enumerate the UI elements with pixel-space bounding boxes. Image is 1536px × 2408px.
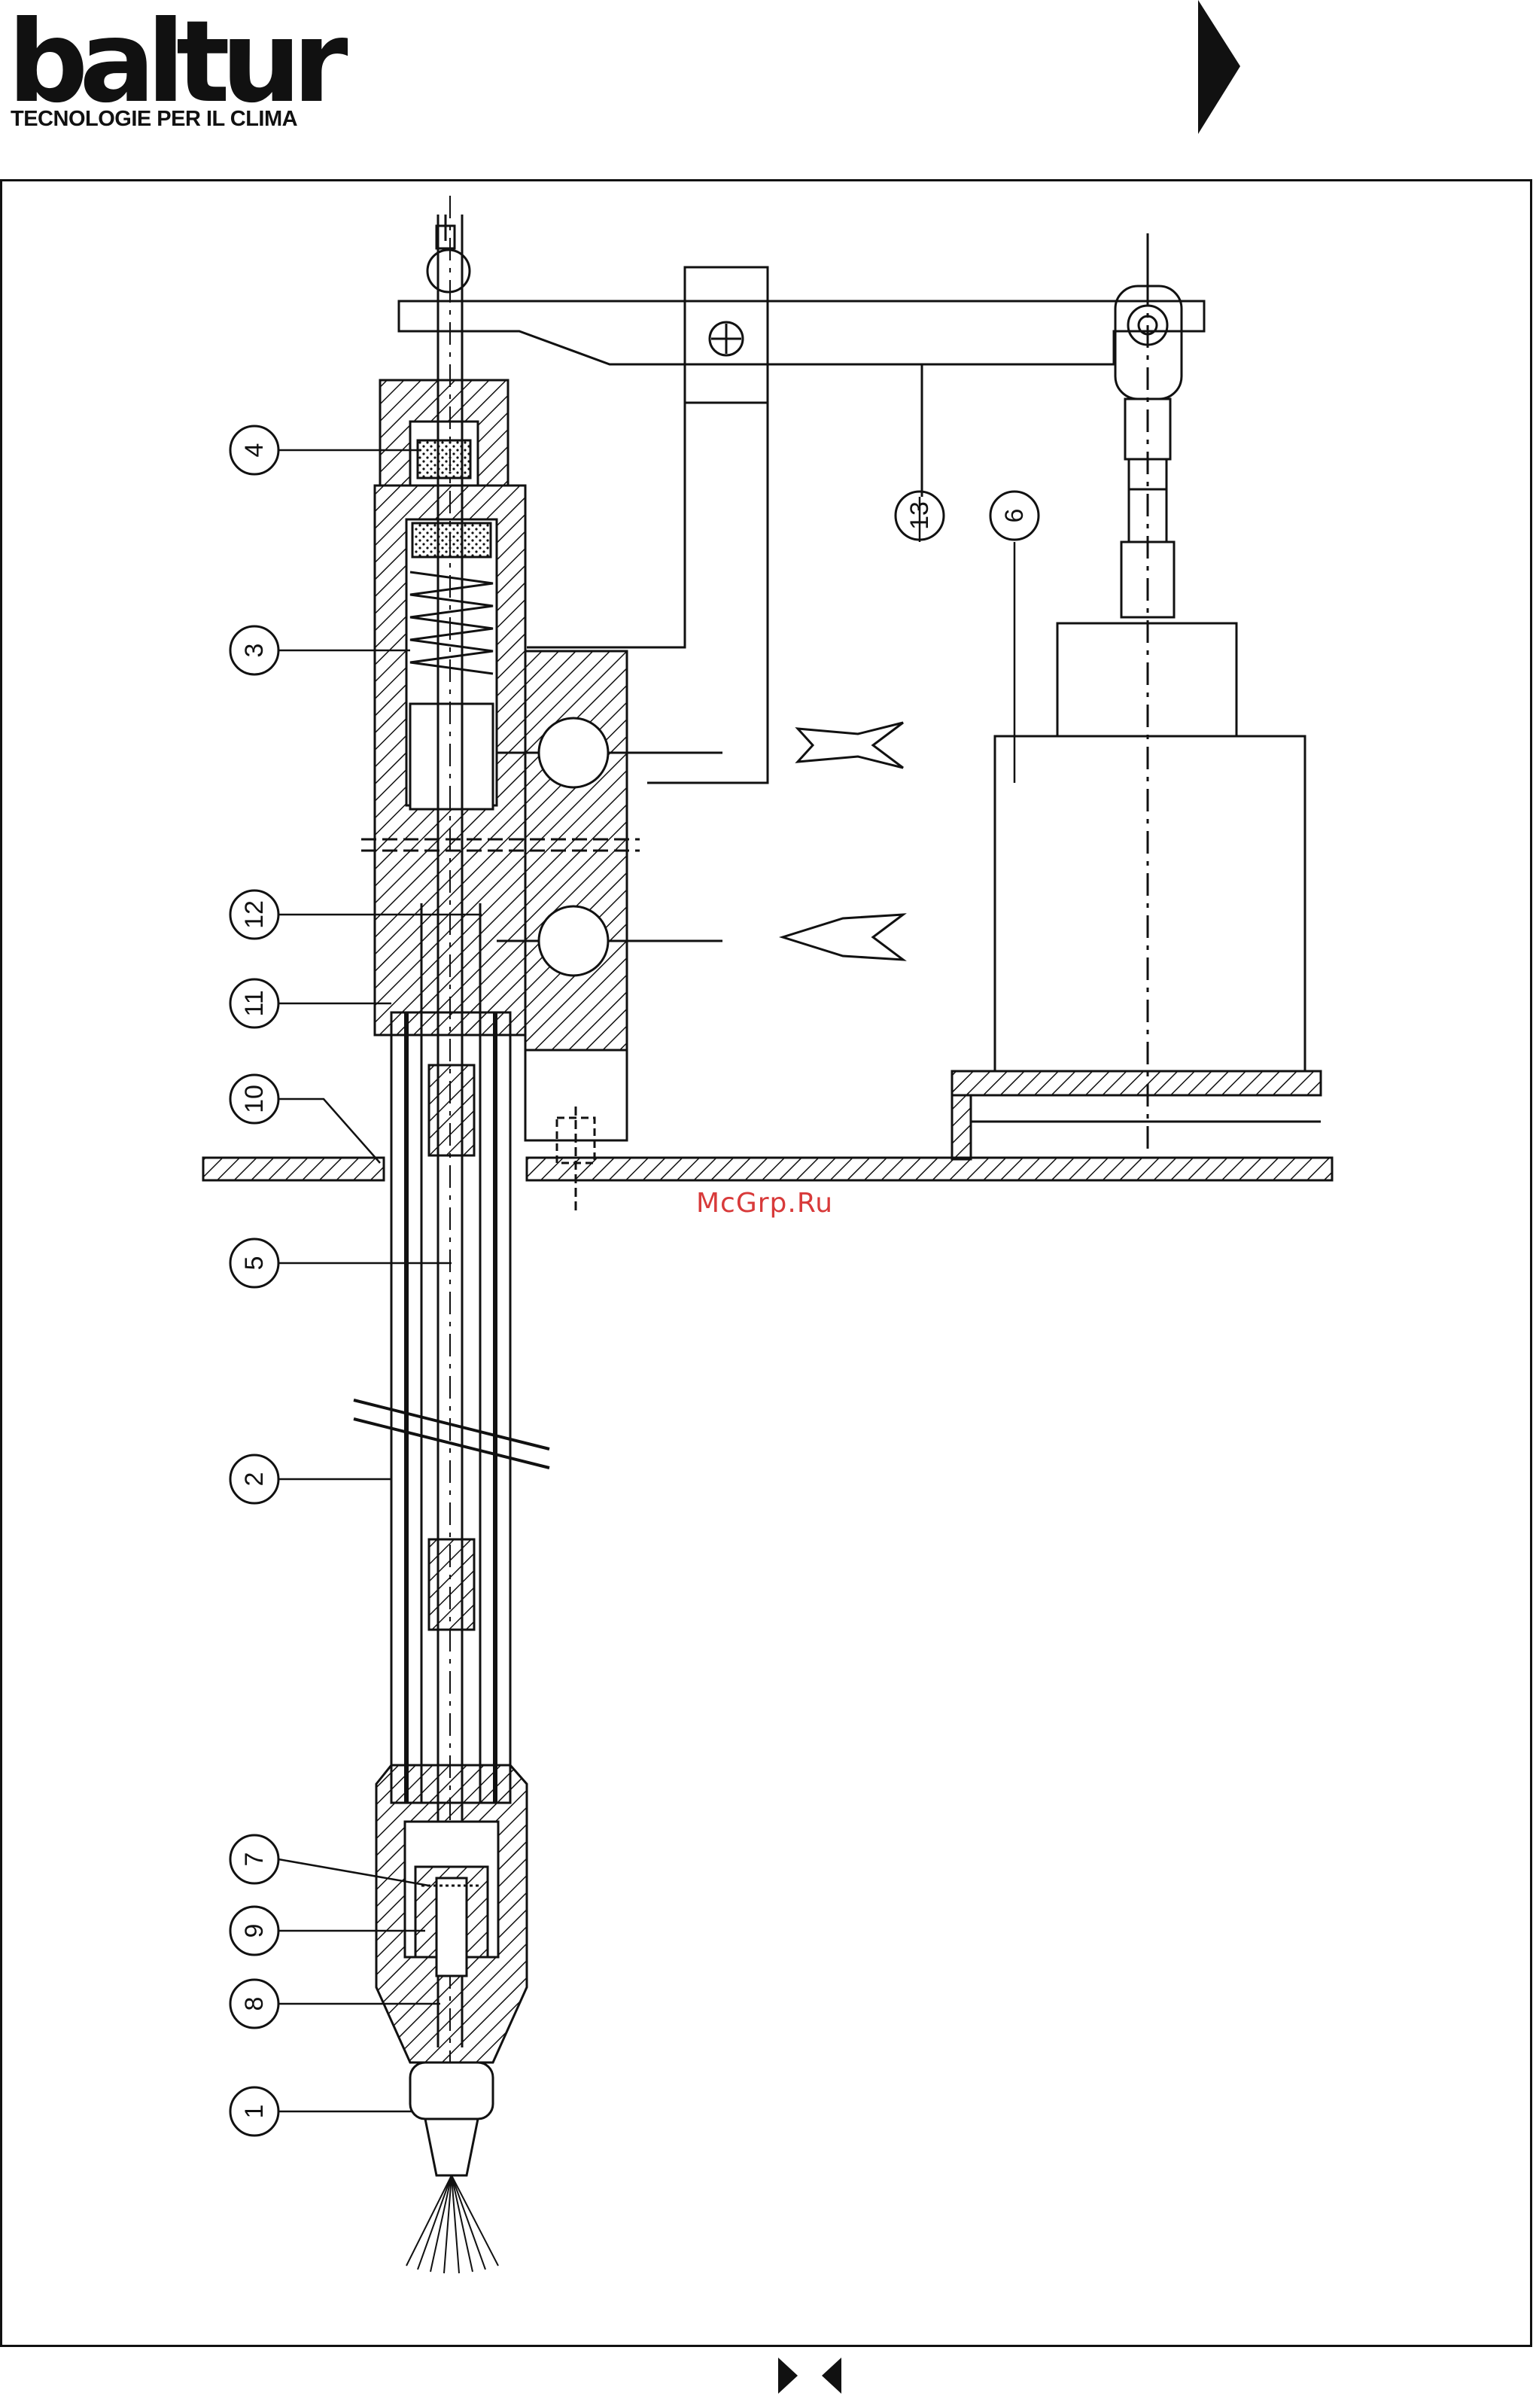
callout-8: 8 (240, 1997, 269, 2011)
callout-5: 5 (240, 1256, 269, 1271)
servomotor-6 (952, 623, 1321, 1159)
callout-7: 7 (240, 1852, 269, 1867)
callout-11: 11 (240, 990, 269, 1016)
spray-cone (406, 2175, 498, 2273)
callout-numbers: 4 3 12 11 10 5 2 7 9 8 1 13 6 (240, 443, 1029, 2119)
callout-9: 9 (240, 1924, 269, 1938)
callout-1: 1 (240, 2105, 269, 2119)
callout-13: 13 (905, 501, 934, 530)
brand-wordmark: baltur (8, 6, 339, 119)
mounting-plate-10 (203, 1158, 1332, 1180)
callout-circles (230, 426, 1039, 2136)
page-nav-arrows[interactable] (768, 2353, 850, 2398)
page-forward-arrow-icon (1198, 0, 1243, 143)
nav-next-icon[interactable] (778, 2358, 798, 2394)
flow-arrows (783, 723, 903, 960)
nav-prev-icon[interactable] (822, 2358, 841, 2394)
brand-logo: baltur TECNOLOGIE PER IL CLIMA (8, 6, 339, 134)
callout-3: 3 (240, 644, 269, 658)
callout-4: 4 (240, 443, 269, 458)
watermark-text: McGrp.Ru (696, 1188, 833, 1219)
nozzle-body (354, 196, 722, 2175)
callout-12: 12 (240, 900, 269, 929)
callout-6: 6 (1000, 509, 1029, 523)
callout-2: 2 (240, 1472, 269, 1487)
actuator-clevis (1115, 233, 1182, 1152)
brand-tagline: TECNOLOGIE PER IL CLIMA (11, 107, 297, 132)
burner-nozzle-assembly-diagram: 4 3 12 11 10 5 2 7 9 8 1 13 6 (0, 179, 1532, 2347)
callout-10: 10 (240, 1085, 269, 1113)
